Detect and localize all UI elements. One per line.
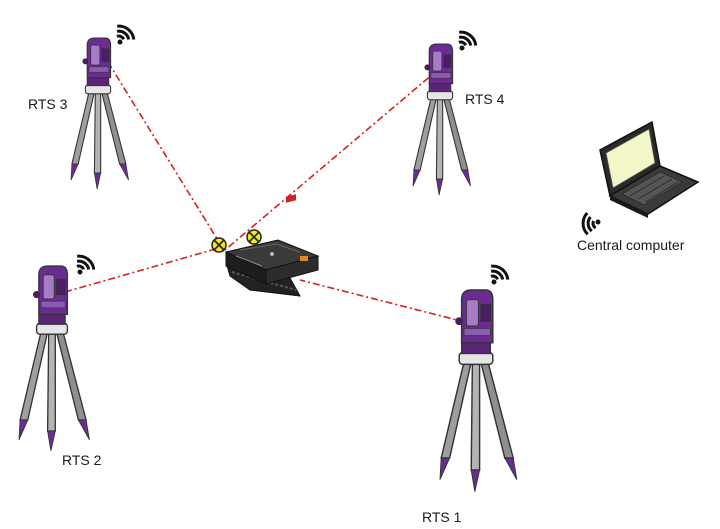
tracked-robot	[211, 194, 320, 297]
prism-target-icon	[246, 229, 262, 245]
sight-line-rts2	[64, 247, 220, 293]
wireless-signal-icon	[113, 22, 136, 47]
total-station-icon	[439, 289, 518, 493]
sight-line-rts3	[107, 61, 220, 243]
total-station-rts4	[412, 28, 478, 196]
label-rts4: RTS 4	[465, 91, 505, 107]
label-rts1: RTS 1	[422, 509, 462, 525]
wireless-signal-icon	[455, 28, 478, 53]
laptop-icon	[599, 120, 700, 218]
tracked-robot-icon	[224, 194, 320, 297]
wireless-signal-icon	[575, 209, 604, 238]
label-rts2: RTS 2	[62, 452, 102, 468]
label-central-computer: Central computer	[577, 237, 685, 253]
total-station-icon	[70, 37, 130, 190]
total-station-icon	[412, 43, 472, 196]
wireless-signal-icon	[487, 262, 510, 287]
total-station-rts1	[439, 262, 518, 493]
total-station-icon	[18, 265, 91, 452]
wireless-signal-icon	[73, 252, 96, 277]
sight-line-rts4	[224, 67, 441, 251]
prism-target-icon	[211, 237, 227, 253]
sight-lines	[64, 61, 466, 323]
label-rts3: RTS 3	[28, 96, 68, 112]
total-station-rts2	[18, 252, 96, 452]
central-computer	[575, 120, 700, 238]
total-station-rts3	[70, 22, 136, 190]
sight-line-rts1	[299, 279, 466, 323]
